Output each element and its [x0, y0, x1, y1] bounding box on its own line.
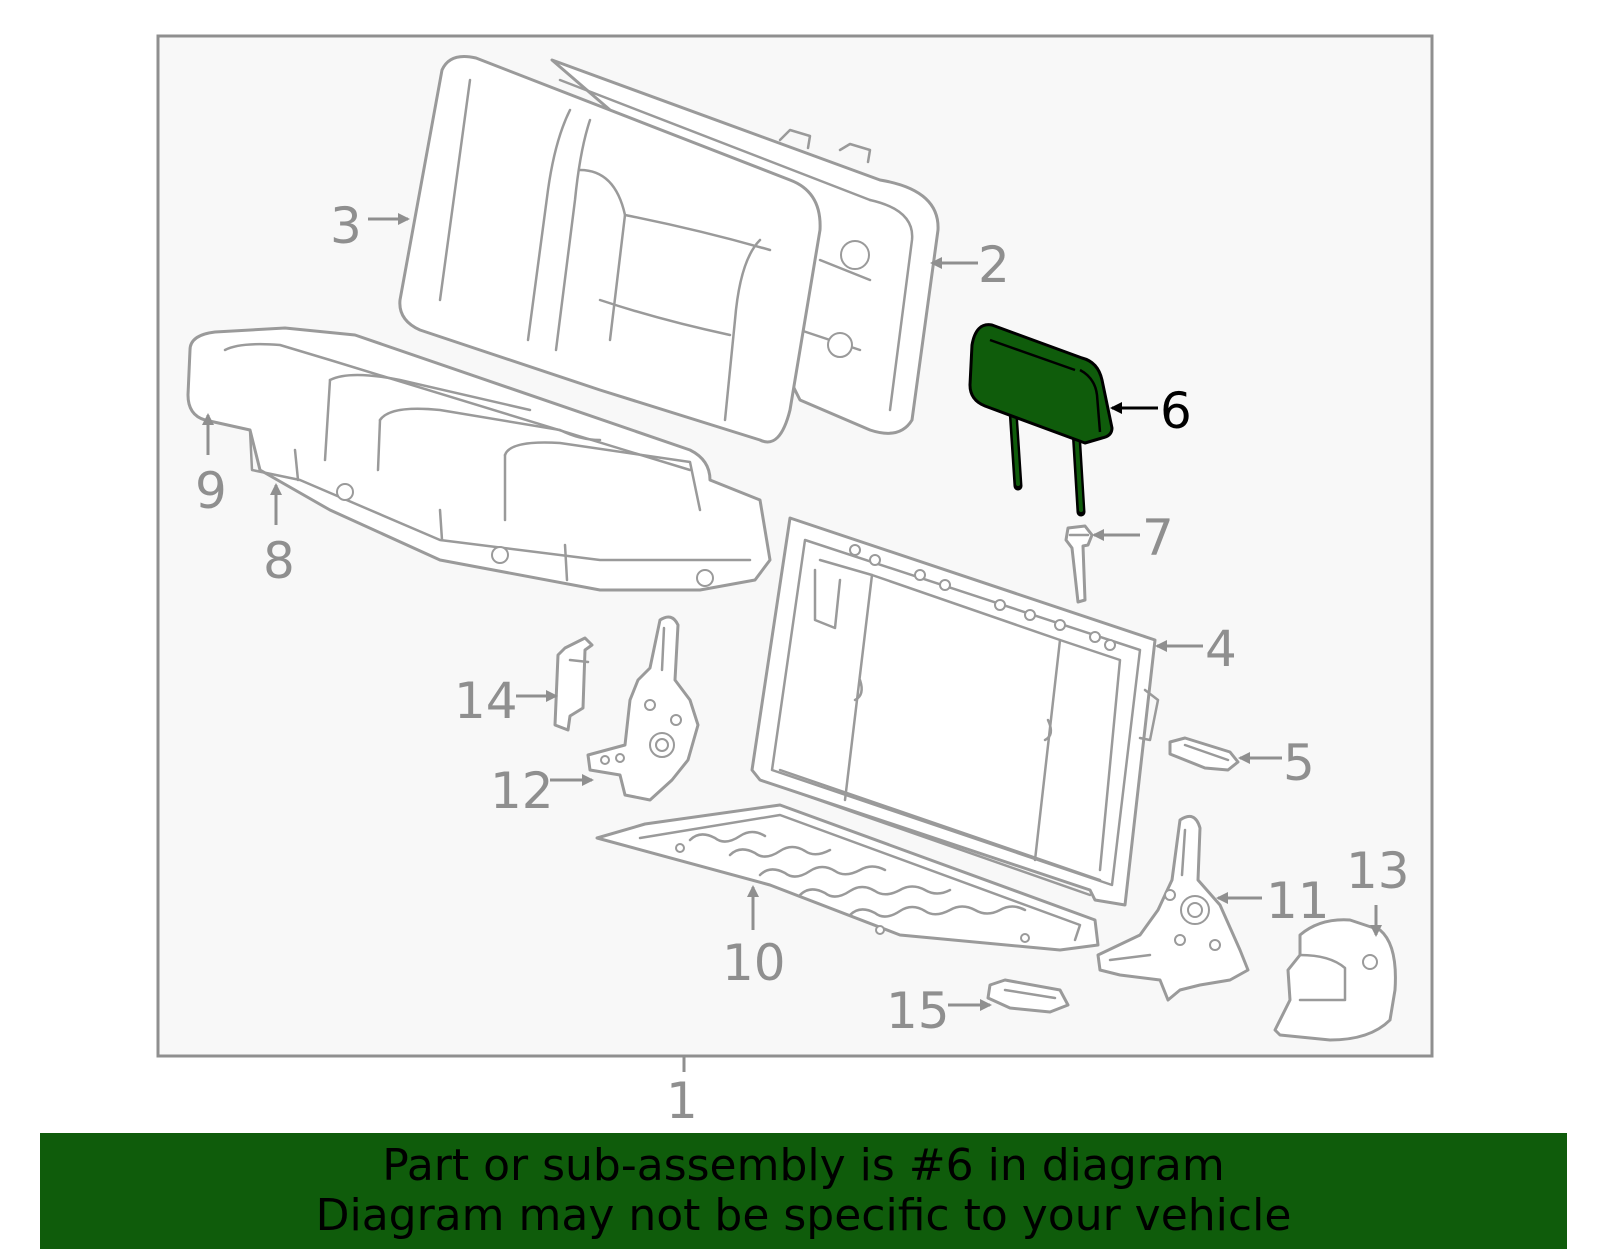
callout-label-1: 1: [666, 1072, 698, 1130]
callout-label-8: 8: [263, 532, 295, 590]
callout-label-14: 14: [454, 672, 518, 730]
callout-label-7: 7: [1142, 509, 1174, 567]
callout-label-6: 6: [1160, 382, 1192, 440]
callout-label-2: 2: [978, 236, 1010, 294]
callout-label-11: 11: [1266, 872, 1330, 930]
info-banner: Part or sub-assembly is #6 in diagram Di…: [40, 1133, 1567, 1249]
banner-line-disclaimer: Diagram may not be specific to your vehi…: [315, 1190, 1292, 1241]
callout-10: 10: [722, 885, 786, 992]
callout-label-4: 4: [1205, 620, 1237, 678]
callout-label-12: 12: [490, 762, 554, 820]
callout-label-10: 10: [722, 934, 786, 992]
callout-1: 1: [666, 1057, 698, 1130]
part-5-latch-cover: [1168, 736, 1240, 772]
callout-label-15: 15: [886, 982, 950, 1040]
part-11-hinge-right: [1096, 814, 1250, 1002]
part-6-headrest[interactable]: [968, 323, 1114, 517]
callout-label-5: 5: [1283, 734, 1315, 792]
part-7-headrest-guide: [1064, 524, 1094, 604]
callout-15: 15: [886, 982, 992, 1040]
part-8-seat-cushion: [186, 326, 772, 592]
callout-9: 9: [195, 413, 227, 520]
callout-3: 3: [330, 197, 410, 255]
banner-line-part-number: Part or sub-assembly is #6 in diagram: [382, 1140, 1225, 1191]
callout-5: 5: [1238, 734, 1315, 792]
part-10-spring-frame: [595, 803, 1100, 952]
part-12-hinge-left: [586, 615, 700, 802]
callout-11: 11: [1216, 872, 1330, 930]
part-4-seat-back-panel: [750, 516, 1160, 907]
callout-label-9: 9: [195, 462, 227, 520]
callout-2: 2: [930, 236, 1010, 294]
callout-12: 12: [490, 762, 594, 820]
callout-7: 7: [1092, 509, 1174, 567]
callout-4: 4: [1155, 620, 1237, 678]
callout-label-13: 13: [1346, 842, 1410, 900]
callout-6[interactable]: 6: [1110, 382, 1192, 440]
callout-14: 14: [454, 672, 558, 730]
callout-13: 13: [1346, 842, 1410, 937]
part-13-hinge-cover: [1273, 918, 1397, 1042]
callout-8: 8: [263, 483, 295, 590]
part-3-seat-back-cushion: [398, 55, 822, 444]
callout-label-3: 3: [330, 197, 362, 255]
